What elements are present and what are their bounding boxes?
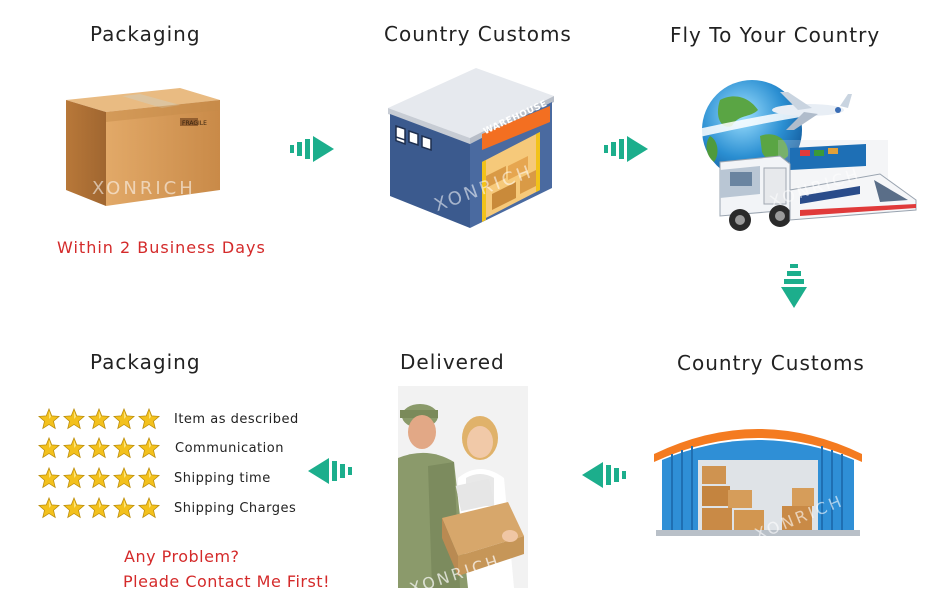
rating-label: Communication — [175, 440, 284, 456]
delivery-photo — [398, 386, 528, 588]
star-icon — [88, 408, 110, 430]
contact-line-1: Any Problem? — [124, 547, 240, 566]
star-icon — [38, 467, 60, 489]
packaging-time-note: Within 2 Business Days — [57, 238, 266, 257]
global-shipping-illustration — [680, 70, 920, 240]
star-icon — [63, 467, 85, 489]
star-icon — [138, 497, 160, 519]
cardboard-box-illustration: FRAGILE — [62, 78, 224, 210]
star-icon — [38, 497, 60, 519]
step-title-customs: Country Customs — [384, 22, 572, 46]
step-title-delivered: Delivered — [400, 350, 505, 374]
watermark-1: XONRICH — [92, 178, 196, 199]
star-icon — [138, 408, 160, 430]
star-icon — [88, 437, 110, 459]
star-icon — [113, 408, 135, 430]
star-icon — [88, 467, 110, 489]
star-icon — [113, 437, 135, 459]
contact-line-2: Pleade Contact Me First! — [123, 572, 330, 591]
rating-label: Item as described — [174, 411, 299, 427]
box-tape-label: FRAGILE — [182, 120, 207, 127]
arrow-left-icon — [308, 458, 352, 484]
rating-row: Communication — [38, 437, 284, 459]
storage-shed-illustration — [652, 418, 864, 538]
arrow-left-icon — [582, 462, 626, 488]
step-title-fly: Fly To Your Country — [670, 23, 881, 47]
star-icon — [113, 467, 135, 489]
arrow-down-icon — [781, 264, 807, 308]
star-icon — [63, 437, 85, 459]
star-icon — [38, 437, 60, 459]
arrow-right-icon — [604, 136, 648, 162]
step-title-customs-2: Country Customs — [677, 351, 865, 375]
star-icon — [38, 408, 60, 430]
step-title-packaging: Packaging — [90, 22, 201, 46]
arrow-right-icon — [290, 136, 334, 162]
star-icon — [63, 497, 85, 519]
star-icon — [138, 437, 160, 459]
star-icon — [113, 497, 135, 519]
step-title-feedback: Packaging — [90, 350, 201, 374]
star-icon — [88, 497, 110, 519]
star-icon — [63, 408, 85, 430]
rating-row: Shipping Charges — [38, 497, 296, 519]
rating-row: Shipping time — [38, 467, 271, 489]
rating-label: Shipping time — [174, 470, 271, 486]
warehouse-illustration — [386, 66, 556, 230]
star-icon — [138, 467, 160, 489]
rating-row: Item as described — [38, 408, 299, 430]
rating-label: Shipping Charges — [174, 500, 297, 516]
